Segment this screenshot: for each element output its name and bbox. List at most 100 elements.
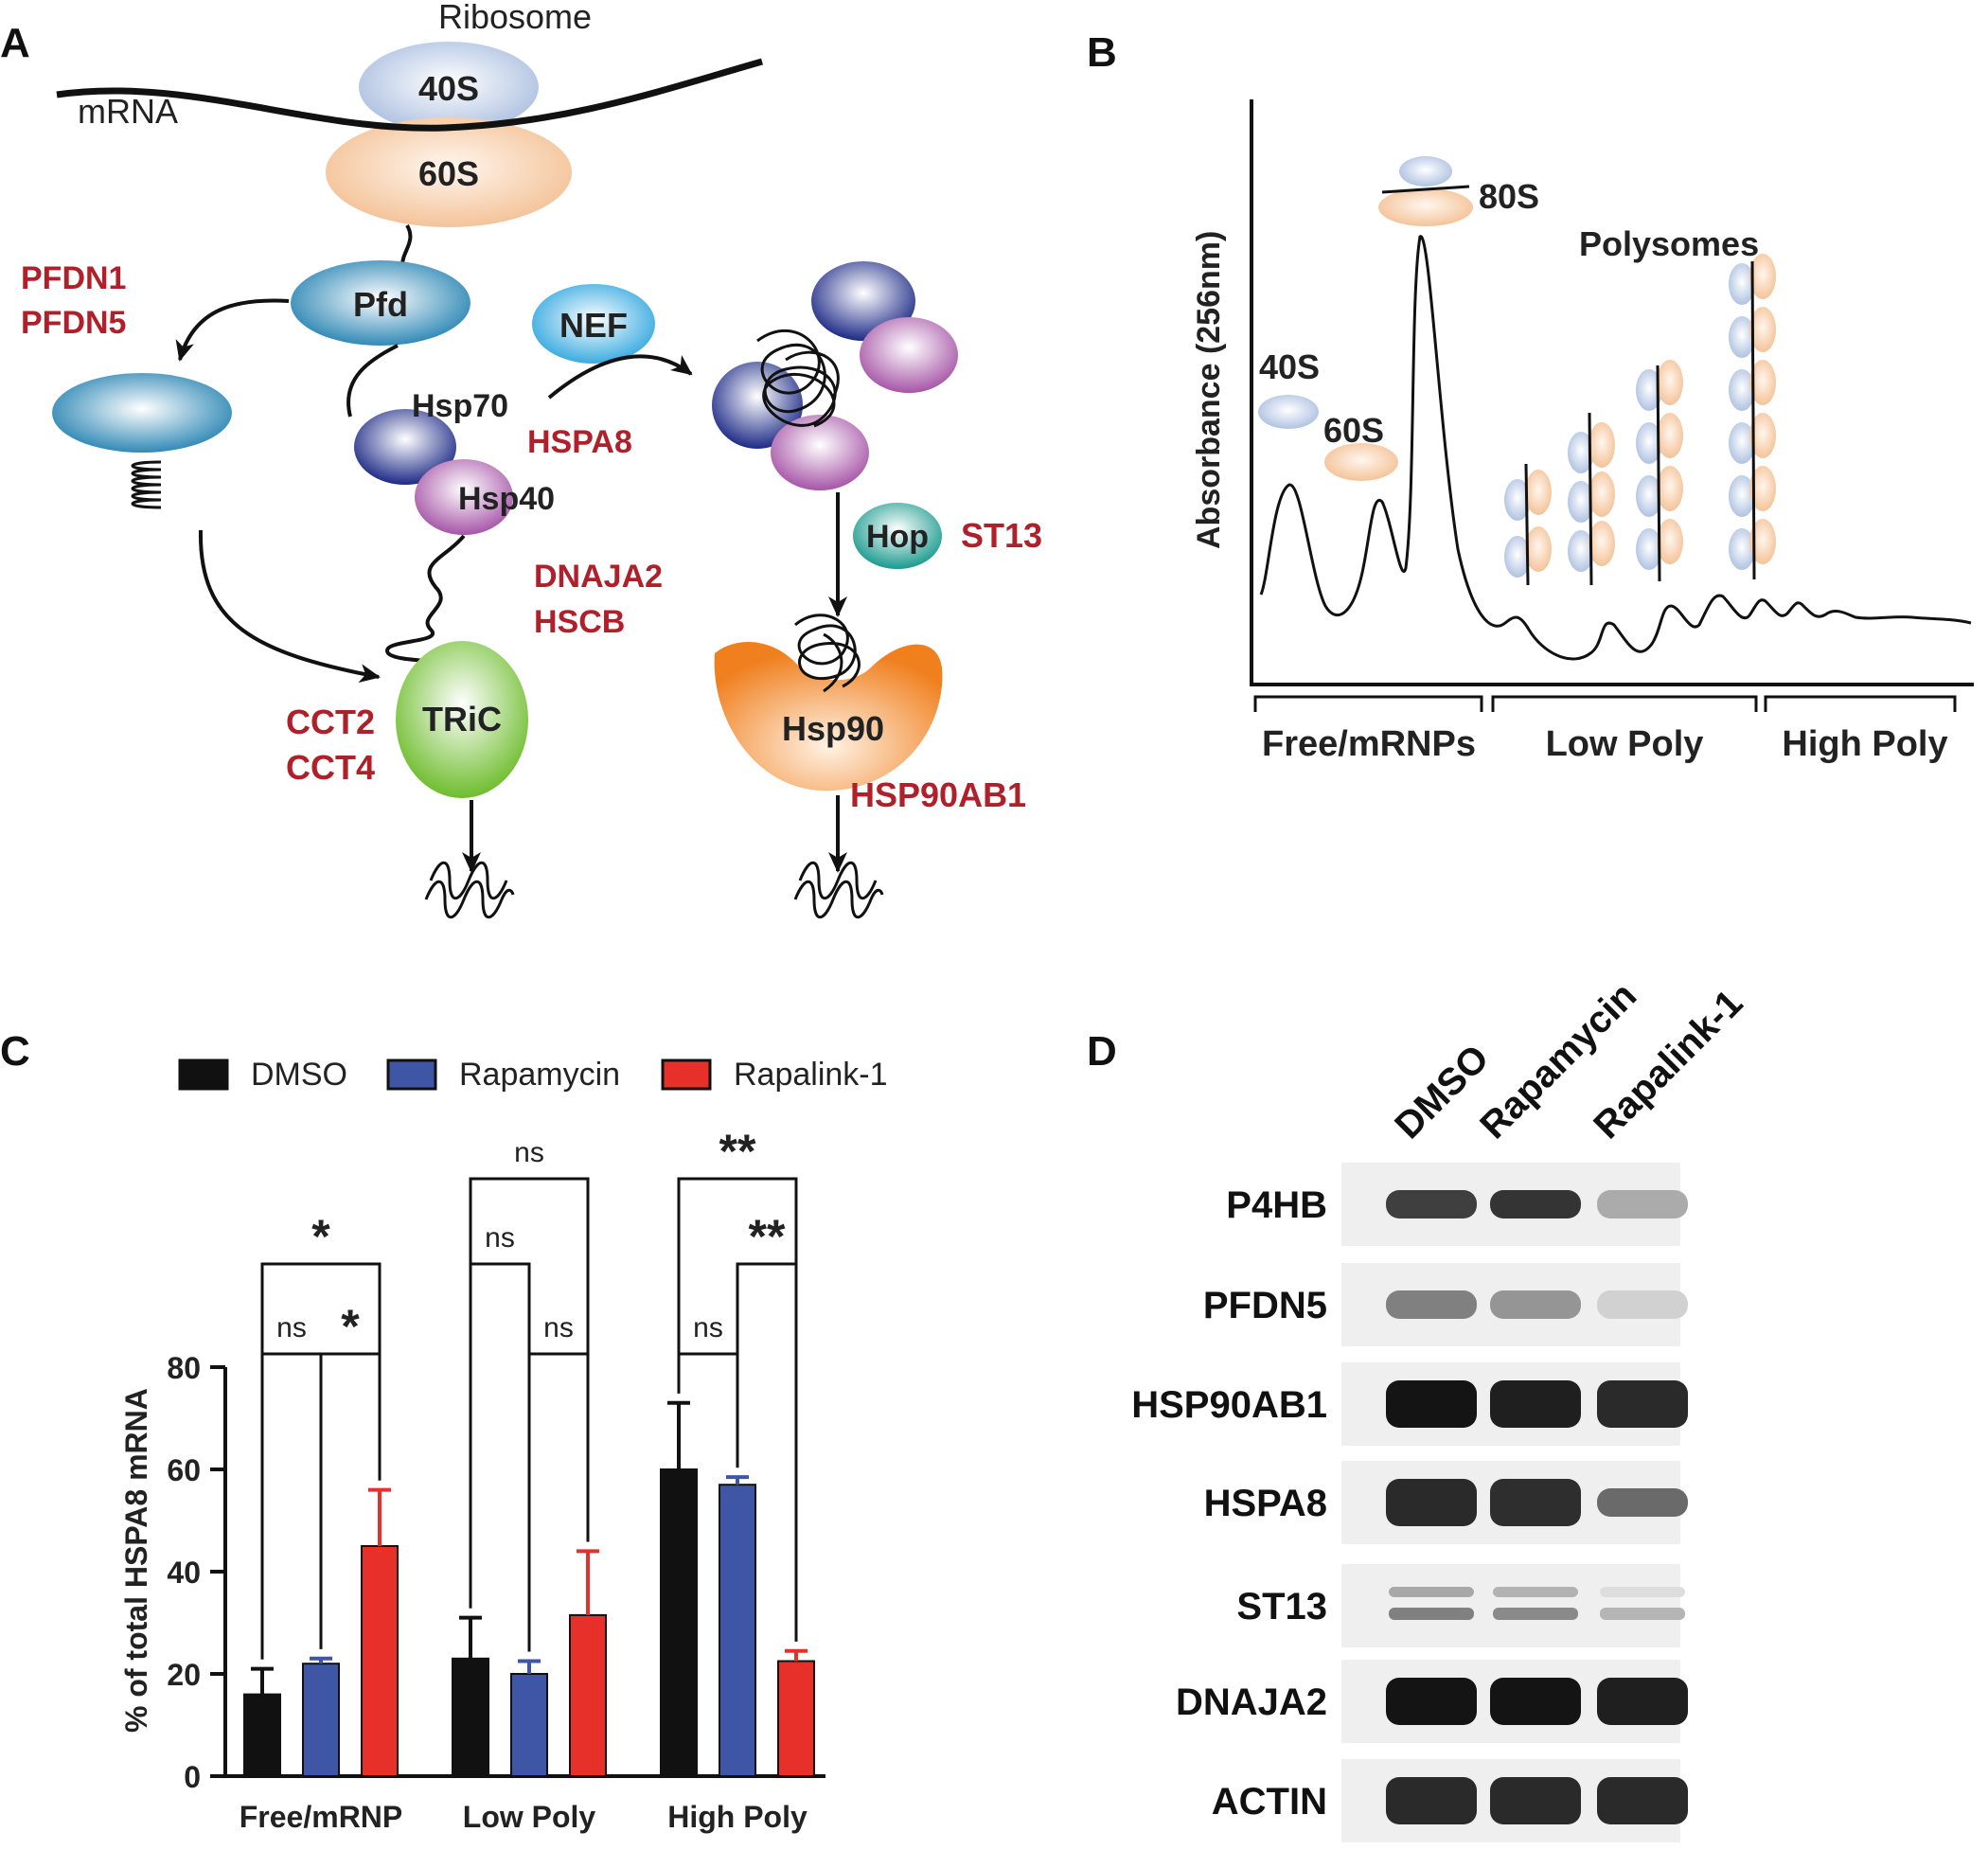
blot-band bbox=[1386, 1678, 1477, 1725]
y-tick-label: 0 bbox=[184, 1760, 201, 1794]
arrow-pfd-to-tric bbox=[198, 529, 381, 684]
nef-factor bbox=[532, 284, 655, 364]
hsp90-chaperone bbox=[714, 642, 943, 792]
profile-40s-icon bbox=[1258, 395, 1319, 429]
blot-band bbox=[1389, 1608, 1474, 1620]
x-tick-label: High Poly bbox=[667, 1800, 808, 1834]
significance-bracket bbox=[469, 1262, 531, 1652]
significance-label: ns bbox=[543, 1312, 574, 1343]
significance-label: ** bbox=[719, 1125, 756, 1178]
blot-band bbox=[1490, 1290, 1581, 1319]
bracket-free-mrnps bbox=[1253, 695, 1483, 712]
profile-ylabel: Absorbance (256nm) bbox=[1191, 231, 1227, 549]
nascent-chain-top bbox=[400, 223, 413, 266]
prefoldin-complex bbox=[291, 260, 470, 346]
legend-label-dmso: DMSO bbox=[251, 1057, 347, 1093]
blot-band bbox=[1597, 1380, 1688, 1428]
hscb-label: HSCB bbox=[534, 604, 625, 640]
blot-band bbox=[1490, 1380, 1581, 1428]
blot-row-st13: ST13 bbox=[1236, 1564, 1685, 1647]
bar-rapamycin bbox=[719, 1484, 756, 1777]
blot-row-hspa8: HSPA8 bbox=[1204, 1461, 1688, 1544]
bar-dmso bbox=[660, 1468, 698, 1777]
significance-bracket bbox=[527, 1352, 590, 1652]
tric-chaperonin bbox=[396, 641, 528, 798]
blot-band bbox=[1386, 1479, 1477, 1526]
bracket-high-poly bbox=[1764, 695, 1957, 712]
significance-label: ns bbox=[693, 1312, 723, 1343]
profile-60s-label: 60S bbox=[1323, 411, 1384, 450]
significance-bracket bbox=[677, 1352, 739, 1468]
panel-label-c: C bbox=[0, 1028, 30, 1075]
polysome-stack-2 bbox=[1568, 412, 1615, 586]
bar-rapamycin bbox=[510, 1673, 548, 1777]
polysome-icons bbox=[1504, 254, 1776, 586]
st13-label: ST13 bbox=[961, 516, 1042, 555]
pfdn1-label: PFDN1 bbox=[21, 260, 126, 296]
blot-band bbox=[1600, 1587, 1685, 1597]
substrate-tangle-hsp70 bbox=[756, 329, 840, 428]
chart-bars bbox=[243, 1400, 815, 1778]
polysome-stack-3 bbox=[1636, 360, 1683, 582]
profile-80s-small-icon bbox=[1399, 156, 1452, 187]
legend-swatch-dmso bbox=[178, 1058, 229, 1091]
cct2-label: CCT2 bbox=[286, 703, 375, 741]
panel-label-b: B bbox=[1087, 29, 1117, 76]
y-tick-label: 20 bbox=[167, 1658, 201, 1692]
hsp70-label: Hsp70 bbox=[412, 388, 508, 424]
blot-band bbox=[1389, 1587, 1474, 1597]
substrate-tangle-hsp90 bbox=[794, 614, 861, 693]
mrna-label: mRNA bbox=[78, 92, 178, 131]
significance-bracket bbox=[260, 1262, 382, 1660]
hop-cochaperone bbox=[853, 503, 942, 569]
profile-60s-icon bbox=[1324, 443, 1398, 481]
blot-band bbox=[1597, 1488, 1688, 1517]
substrate-coil-pfd bbox=[131, 460, 162, 509]
blot-band bbox=[1490, 1190, 1581, 1219]
significance-bracket bbox=[469, 1177, 590, 1609]
blot-membrane bbox=[1341, 1564, 1680, 1647]
bar-rapalink-1 bbox=[361, 1545, 399, 1777]
hsp70-cluster-2 bbox=[712, 362, 803, 449]
polysome-profile-trace bbox=[1259, 235, 1972, 661]
significance-label: ns bbox=[276, 1312, 307, 1343]
panel-c: C DMSO Rapamycin Rapalink-1 % of total H… bbox=[0, 1028, 888, 1834]
dnaja2-label: DNAJA2 bbox=[534, 559, 663, 595]
blot-row-dnaja2: DNAJA2 bbox=[1176, 1660, 1688, 1743]
arrow-hsp70-transfer bbox=[547, 354, 693, 400]
hsp90ab1-label: HSP90AB1 bbox=[850, 775, 1026, 814]
blot-label: ACTIN bbox=[1212, 1781, 1327, 1823]
cct4-label: CCT4 bbox=[286, 748, 375, 787]
profile-40s-label: 40S bbox=[1259, 347, 1320, 386]
tric-label: TRiC bbox=[422, 700, 502, 738]
hsp40-label: Hsp40 bbox=[458, 481, 555, 517]
hsp70-chaperone bbox=[354, 409, 456, 485]
blot-row-p4hb: P4HB bbox=[1226, 1163, 1688, 1246]
hsp40-cluster-1 bbox=[860, 317, 958, 393]
profile-80s-large-icon bbox=[1378, 188, 1473, 226]
fraction-label-free: Free/mRNPs bbox=[1262, 724, 1476, 764]
bar-dmso bbox=[243, 1693, 281, 1777]
hop-label: Hop bbox=[866, 519, 929, 555]
blot-row-pfdn5: PFDN5 bbox=[1203, 1263, 1688, 1346]
bar-rapalink-1 bbox=[777, 1660, 815, 1777]
y-tick-label: 80 bbox=[167, 1351, 201, 1385]
nef-label: NEF bbox=[559, 306, 628, 345]
legend-swatch-rapamycin bbox=[386, 1058, 437, 1091]
panel-a: A Ribosome mRNA 40S 60S Pfd PFDN1 PFDN5 … bbox=[0, 0, 1042, 919]
blot-band bbox=[1490, 1678, 1581, 1725]
blot-label: P4HB bbox=[1226, 1184, 1327, 1226]
profile-80s-mrna bbox=[1381, 185, 1470, 194]
y-tick-label: 40 bbox=[167, 1556, 201, 1590]
pfdn5-label: PFDN5 bbox=[21, 305, 126, 341]
blot-band bbox=[1493, 1587, 1578, 1597]
chain-to-hsp70 bbox=[346, 344, 399, 418]
blot-band bbox=[1597, 1190, 1688, 1219]
blot-band bbox=[1490, 1479, 1581, 1526]
polysome-stack-1 bbox=[1504, 463, 1552, 586]
